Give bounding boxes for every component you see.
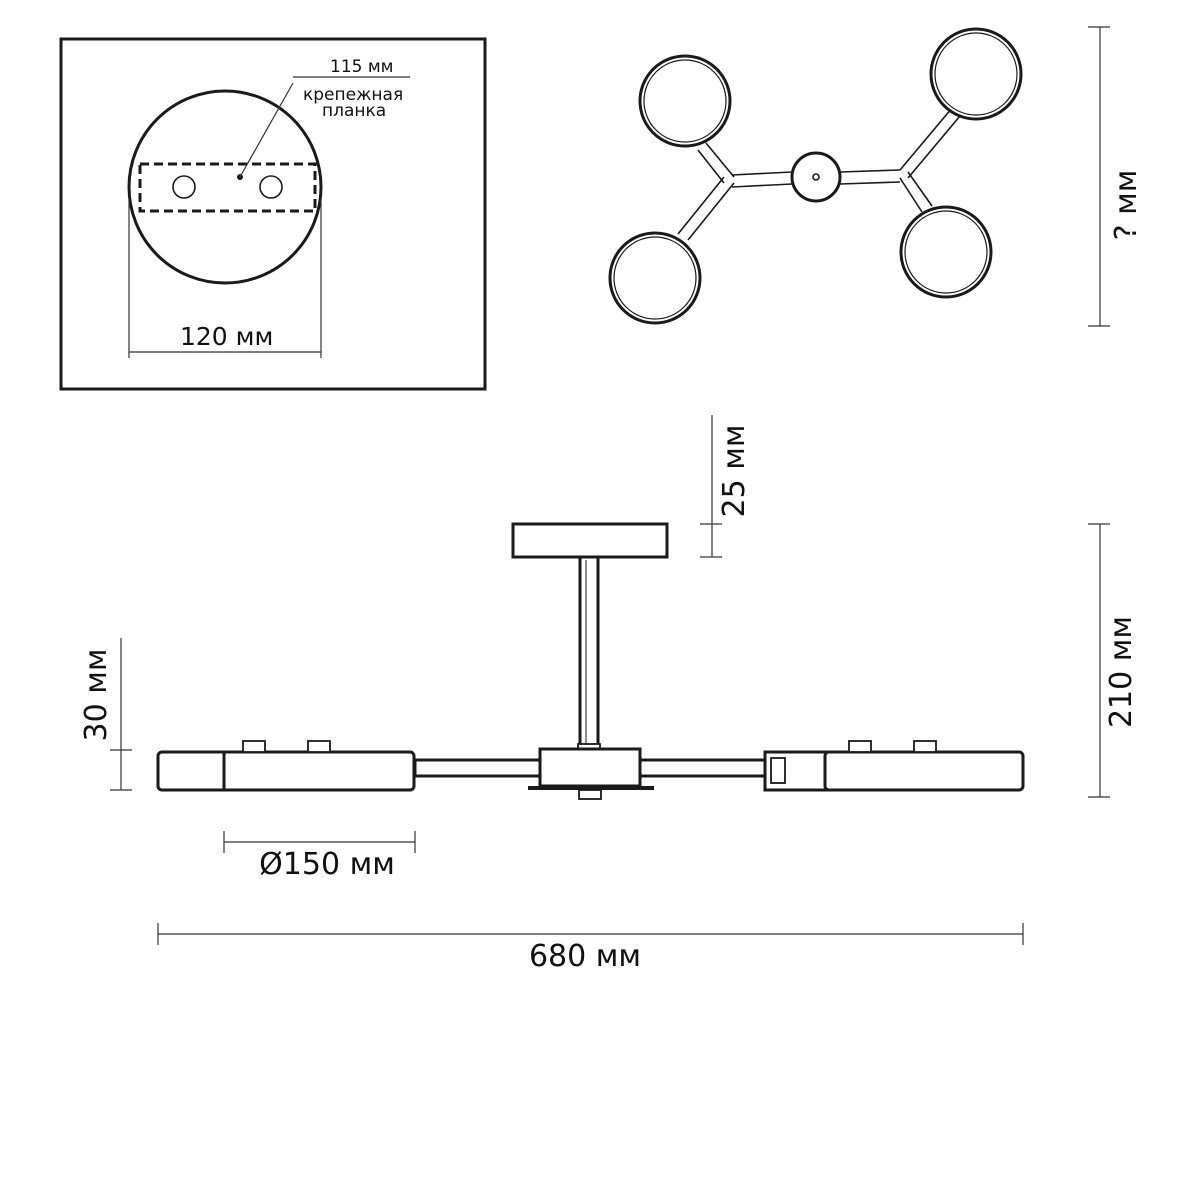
arm-upper-right xyxy=(899,107,961,179)
inset-width-label: 120 мм xyxy=(180,322,273,351)
base-plate-circle xyxy=(127,89,323,285)
top-view-hub-screw xyxy=(812,173,820,181)
side-stem xyxy=(578,555,600,751)
arm-lower-left xyxy=(677,176,735,241)
total-width-label: 680 мм xyxy=(529,939,641,974)
side-right-shade-pin-1 xyxy=(848,740,872,753)
shade-diameter-label: Ø150 мм xyxy=(259,847,395,882)
side-hub xyxy=(538,747,642,788)
side-left-shade-pin-2 xyxy=(307,740,331,753)
arm-lower-right xyxy=(899,171,933,213)
top-view: ? мм xyxy=(608,26,1144,327)
mount-label-line1: крепежная xyxy=(303,85,403,105)
canopy-height-label: 25 мм xyxy=(717,425,752,518)
mount-label-line2: планка xyxy=(322,101,386,121)
top-view-hub xyxy=(790,151,842,203)
total-height-label: 210 мм xyxy=(1104,616,1139,728)
inset-frame xyxy=(59,37,487,391)
shade-lower-left xyxy=(608,231,702,325)
side-left-shade-pin-1 xyxy=(242,740,266,753)
side-right-shade-pin-2 xyxy=(913,740,937,753)
side-view: 25 мм 30 мм 210 мм Ø150 мм 680 мм xyxy=(79,415,1139,974)
side-right-shade xyxy=(823,750,1025,792)
shade-lower-left-inner xyxy=(613,236,697,320)
top-view-depth-label: ? мм xyxy=(1109,170,1144,241)
side-hub-plate xyxy=(528,786,654,790)
arm-upper-left xyxy=(697,142,735,184)
mounting-hole-right xyxy=(259,175,283,199)
side-right-socket-clamp xyxy=(770,757,786,784)
shade-upper-right xyxy=(929,27,1023,121)
top-view-arms xyxy=(677,107,961,241)
shade-lower-right-inner xyxy=(904,210,988,294)
plate-label: 115 мм xyxy=(330,57,394,77)
shade-height-label: 30 мм xyxy=(79,649,114,742)
bracket-leader-line xyxy=(239,82,294,178)
side-left-shade xyxy=(156,750,416,792)
shade-upper-left xyxy=(638,54,732,148)
arm-center-left xyxy=(731,171,793,188)
arm-center-right xyxy=(839,169,901,185)
side-canopy xyxy=(511,522,669,559)
shade-lower-right xyxy=(899,205,993,299)
shade-upper-right-inner xyxy=(934,32,1018,116)
mounting-bracket-dashed xyxy=(138,162,317,213)
base-plate-inset: 115 мм крепежная планка 120 мм xyxy=(59,37,487,391)
side-hub-bolt xyxy=(578,789,602,800)
mounting-hole-left xyxy=(172,175,196,199)
shade-upper-left-inner xyxy=(643,59,727,143)
